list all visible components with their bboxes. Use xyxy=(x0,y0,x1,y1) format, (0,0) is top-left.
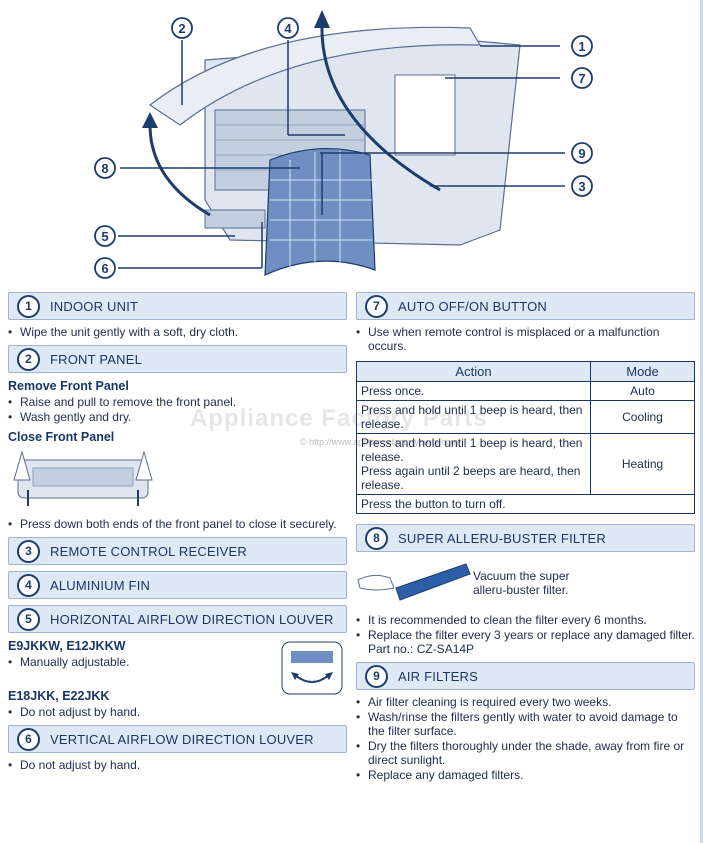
arrow-left xyxy=(148,124,211,217)
table-cell-mode: Auto xyxy=(590,381,695,401)
table-row: Press the button to turn off. xyxy=(356,494,695,514)
callout-8: 8 xyxy=(101,161,108,176)
section-number: 1 xyxy=(17,294,40,318)
table-row: Press and hold until 1 beep is heard, th… xyxy=(356,400,695,434)
table-cell-action: Press and hold until 1 beep is heard, th… xyxy=(356,400,591,434)
callout-circles xyxy=(94,17,593,279)
section-number: 8 xyxy=(365,526,388,550)
section-number: 6 xyxy=(17,727,40,751)
bullet: Dry the filters thoroughly under the sha… xyxy=(356,739,695,767)
callout-1: 1 xyxy=(578,39,585,54)
callout-4: 4 xyxy=(284,21,292,36)
section-header: 4 ALUMINIUM FIN xyxy=(8,571,347,599)
bullet: Do not adjust by hand. xyxy=(8,758,347,772)
table-row: Press once. Auto xyxy=(356,381,695,401)
bullet: Raise and pull to remove the front panel… xyxy=(8,395,347,409)
air-conditioner-diagram: 2 4 1 7 9 8 3 5 6 xyxy=(94,10,593,279)
bullet: Use when remote control is misplaced or … xyxy=(356,325,695,353)
section-header: 5 HORIZONTAL AIRFLOW DIRECTION LOUVER xyxy=(8,605,347,633)
table-cell-action-line: Press again until 2 beeps are heard, the… xyxy=(361,464,581,492)
bullet: Replace the filter every 3 years or repl… xyxy=(356,628,695,642)
filter-illustration-row: Vacuum the super alleru-buster filter. xyxy=(356,558,695,608)
bullet: Do not adjust by hand. xyxy=(8,705,347,719)
section-header: 7 AUTO OFF/ON BUTTON xyxy=(356,292,695,320)
right-column: 7 AUTO OFF/ON BUTTON Use when remote con… xyxy=(356,292,695,788)
bullet: Wash gently and dry. xyxy=(8,410,347,424)
left-column: 1 INDOOR UNIT Wipe the unit gently with … xyxy=(8,292,347,778)
section-aluminium-fin: 4 ALUMINIUM FIN xyxy=(8,571,347,599)
table-cell-action: Press once. xyxy=(356,381,591,401)
bullet: Replace any damaged filters. xyxy=(356,768,695,782)
section-title: SUPER ALLERU-BUSTER FILTER xyxy=(398,530,606,546)
arrow-right xyxy=(320,24,441,192)
table-cell-mode: Heating xyxy=(590,433,695,495)
section-header: 6 VERTICAL AIRFLOW DIRECTION LOUVER xyxy=(8,725,347,753)
section-air-filters: 9 AIR FILTERS Air filter cleaning is req… xyxy=(356,662,695,782)
bullet: Air filter cleaning is required every tw… xyxy=(356,695,695,709)
section-header: 9 AIR FILTERS xyxy=(356,662,695,690)
table-row: Press and hold until 1 beep is heard, th… xyxy=(356,433,695,495)
model-list-b: E18JKK, E22JKK xyxy=(8,689,110,703)
section-header: 3 REMOTE CONTROL RECEIVER xyxy=(8,537,347,565)
auto-button-panel xyxy=(394,74,456,156)
section-number: 4 xyxy=(17,573,40,597)
filter-illustration xyxy=(357,563,471,601)
section-title: HORIZONTAL AIRFLOW DIRECTION LOUVER xyxy=(50,611,334,627)
section-number: 5 xyxy=(17,607,40,631)
filter-caption: Vacuum the super alleru-buster filter. xyxy=(473,569,570,597)
section-auto-button: 7 AUTO OFF/ON BUTTON Use when remote con… xyxy=(356,292,695,514)
bullet: Manually adjustable. xyxy=(8,655,347,669)
callout-3: 3 xyxy=(578,179,585,194)
table-header-mode: Mode xyxy=(590,361,695,382)
close-front-panel-title: Close Front Panel xyxy=(8,430,115,444)
table-cell-action-line: Press and hold until 1 beep is heard, th… xyxy=(361,436,583,464)
louver-adjust-icon xyxy=(281,641,343,695)
section-header: 2 FRONT PANEL xyxy=(8,345,347,373)
section-title: INDOOR UNIT xyxy=(50,298,139,314)
model-list-a: E9JKKW, E12JKKW xyxy=(8,639,126,653)
callout-5: 5 xyxy=(101,229,108,244)
section-number: 9 xyxy=(365,664,388,688)
table-footer: Press the button to turn off. xyxy=(356,494,695,514)
section-title: FRONT PANEL xyxy=(50,351,143,367)
arrow-left-head xyxy=(142,112,158,128)
bullet: Wash/rinse the filters gently with water… xyxy=(356,710,695,738)
bullet: Press down both ends of the front panel … xyxy=(8,517,347,531)
table-cell-action: Press and hold until 1 beep is heard, th… xyxy=(356,433,591,495)
section-number: 3 xyxy=(17,539,40,563)
callout-9: 9 xyxy=(578,146,585,161)
section-number: 7 xyxy=(365,294,388,318)
auto-button-table: Action Mode Press once. Auto Press and h… xyxy=(356,361,695,514)
arrow-right-head xyxy=(314,10,330,28)
callout-2: 2 xyxy=(178,21,185,36)
section-title: VERTICAL AIRFLOW DIRECTION LOUVER xyxy=(50,731,314,747)
part-number: Part no.: CZ-SA14P xyxy=(368,642,475,656)
section-header: 8 SUPER ALLERU-BUSTER FILTER xyxy=(356,524,695,552)
section-number: 2 xyxy=(17,347,40,371)
section-remote-control-receiver: 3 REMOTE CONTROL RECEIVER xyxy=(8,537,347,565)
callout-7: 7 xyxy=(578,71,585,86)
close-panel-illustration xyxy=(13,450,153,506)
section-title: AIR FILTERS xyxy=(398,668,478,684)
table-header-action: Action xyxy=(356,361,591,382)
section-alleru-buster-filter: 8 SUPER ALLERU-BUSTER FILTER Vacuum the … xyxy=(356,524,695,656)
section-title: ALUMINIUM FIN xyxy=(50,577,151,593)
table-cell-mode: Cooling xyxy=(590,400,695,434)
page-edge-bar xyxy=(700,0,703,843)
callout-6: 6 xyxy=(101,261,108,276)
section-title: AUTO OFF/ON BUTTON xyxy=(398,298,548,314)
section-header: 1 INDOOR UNIT xyxy=(8,292,347,320)
front-panel xyxy=(148,26,482,126)
section-indoor-unit: 1 INDOOR UNIT Wipe the unit gently with … xyxy=(8,292,347,339)
section-title: REMOTE CONTROL RECEIVER xyxy=(50,543,247,559)
louver xyxy=(204,209,266,229)
section-front-panel: 2 FRONT PANEL Remove Front Panel Raise a… xyxy=(8,345,347,531)
section-horizontal-louver: 5 HORIZONTAL AIRFLOW DIRECTION LOUVER E9… xyxy=(8,605,347,719)
remove-front-panel-title: Remove Front Panel xyxy=(8,379,129,393)
bullet: Wipe the unit gently with a soft, dry cl… xyxy=(8,325,347,339)
bullet: It is recommended to clean the filter ev… xyxy=(356,613,695,627)
section-vertical-louver: 6 VERTICAL AIRFLOW DIRECTION LOUVER Do n… xyxy=(8,725,347,772)
